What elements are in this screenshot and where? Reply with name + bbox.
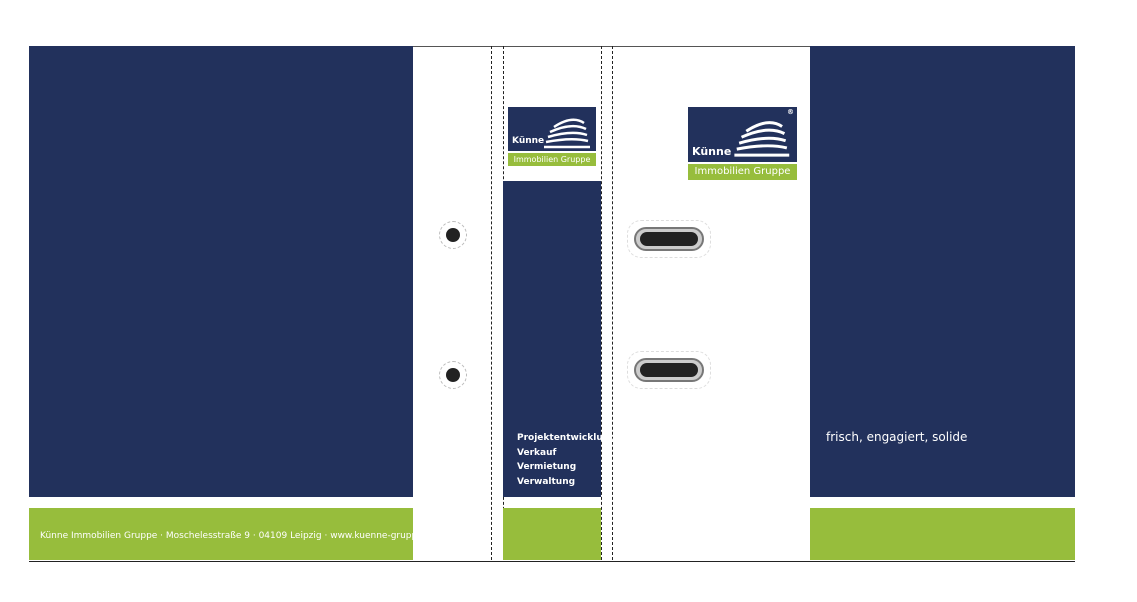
service-item: Projektentwicklung xyxy=(517,433,616,443)
spine-logo: Künne Immobilien Gruppe xyxy=(508,107,596,166)
fold-line xyxy=(491,46,492,560)
binder-ring-slot xyxy=(627,351,711,389)
building-logo-icon xyxy=(734,121,790,157)
punch-hole xyxy=(439,361,467,389)
back-cover-panel xyxy=(29,46,413,497)
front-cover-panel: frisch, engagiert, solide xyxy=(810,46,1075,497)
front-logo: Künne ® Immobilien Gruppe xyxy=(688,107,797,180)
slogan: frisch, engagiert, solide xyxy=(826,430,968,444)
fold-line xyxy=(612,46,613,560)
spine-panel: Projektentwicklung Verkauf Vermietung Ve… xyxy=(503,181,616,497)
back-cover-footer: Künne Immobilien Gruppe · Moschelesstraß… xyxy=(29,508,437,560)
footer-address: Künne Immobilien Gruppe · Moschelesstraß… xyxy=(40,531,437,541)
folder-frame xyxy=(29,46,1075,562)
spine-footer xyxy=(503,508,601,560)
building-logo-icon xyxy=(544,118,590,149)
fold-line xyxy=(601,46,602,560)
service-item: Vermietung xyxy=(517,462,577,472)
service-item: Verwaltung xyxy=(517,476,576,487)
front-cover-footer xyxy=(810,508,1075,560)
binder-ring-slot xyxy=(627,220,711,258)
service-item: Verkauf xyxy=(517,447,557,458)
punch-hole xyxy=(439,221,467,249)
